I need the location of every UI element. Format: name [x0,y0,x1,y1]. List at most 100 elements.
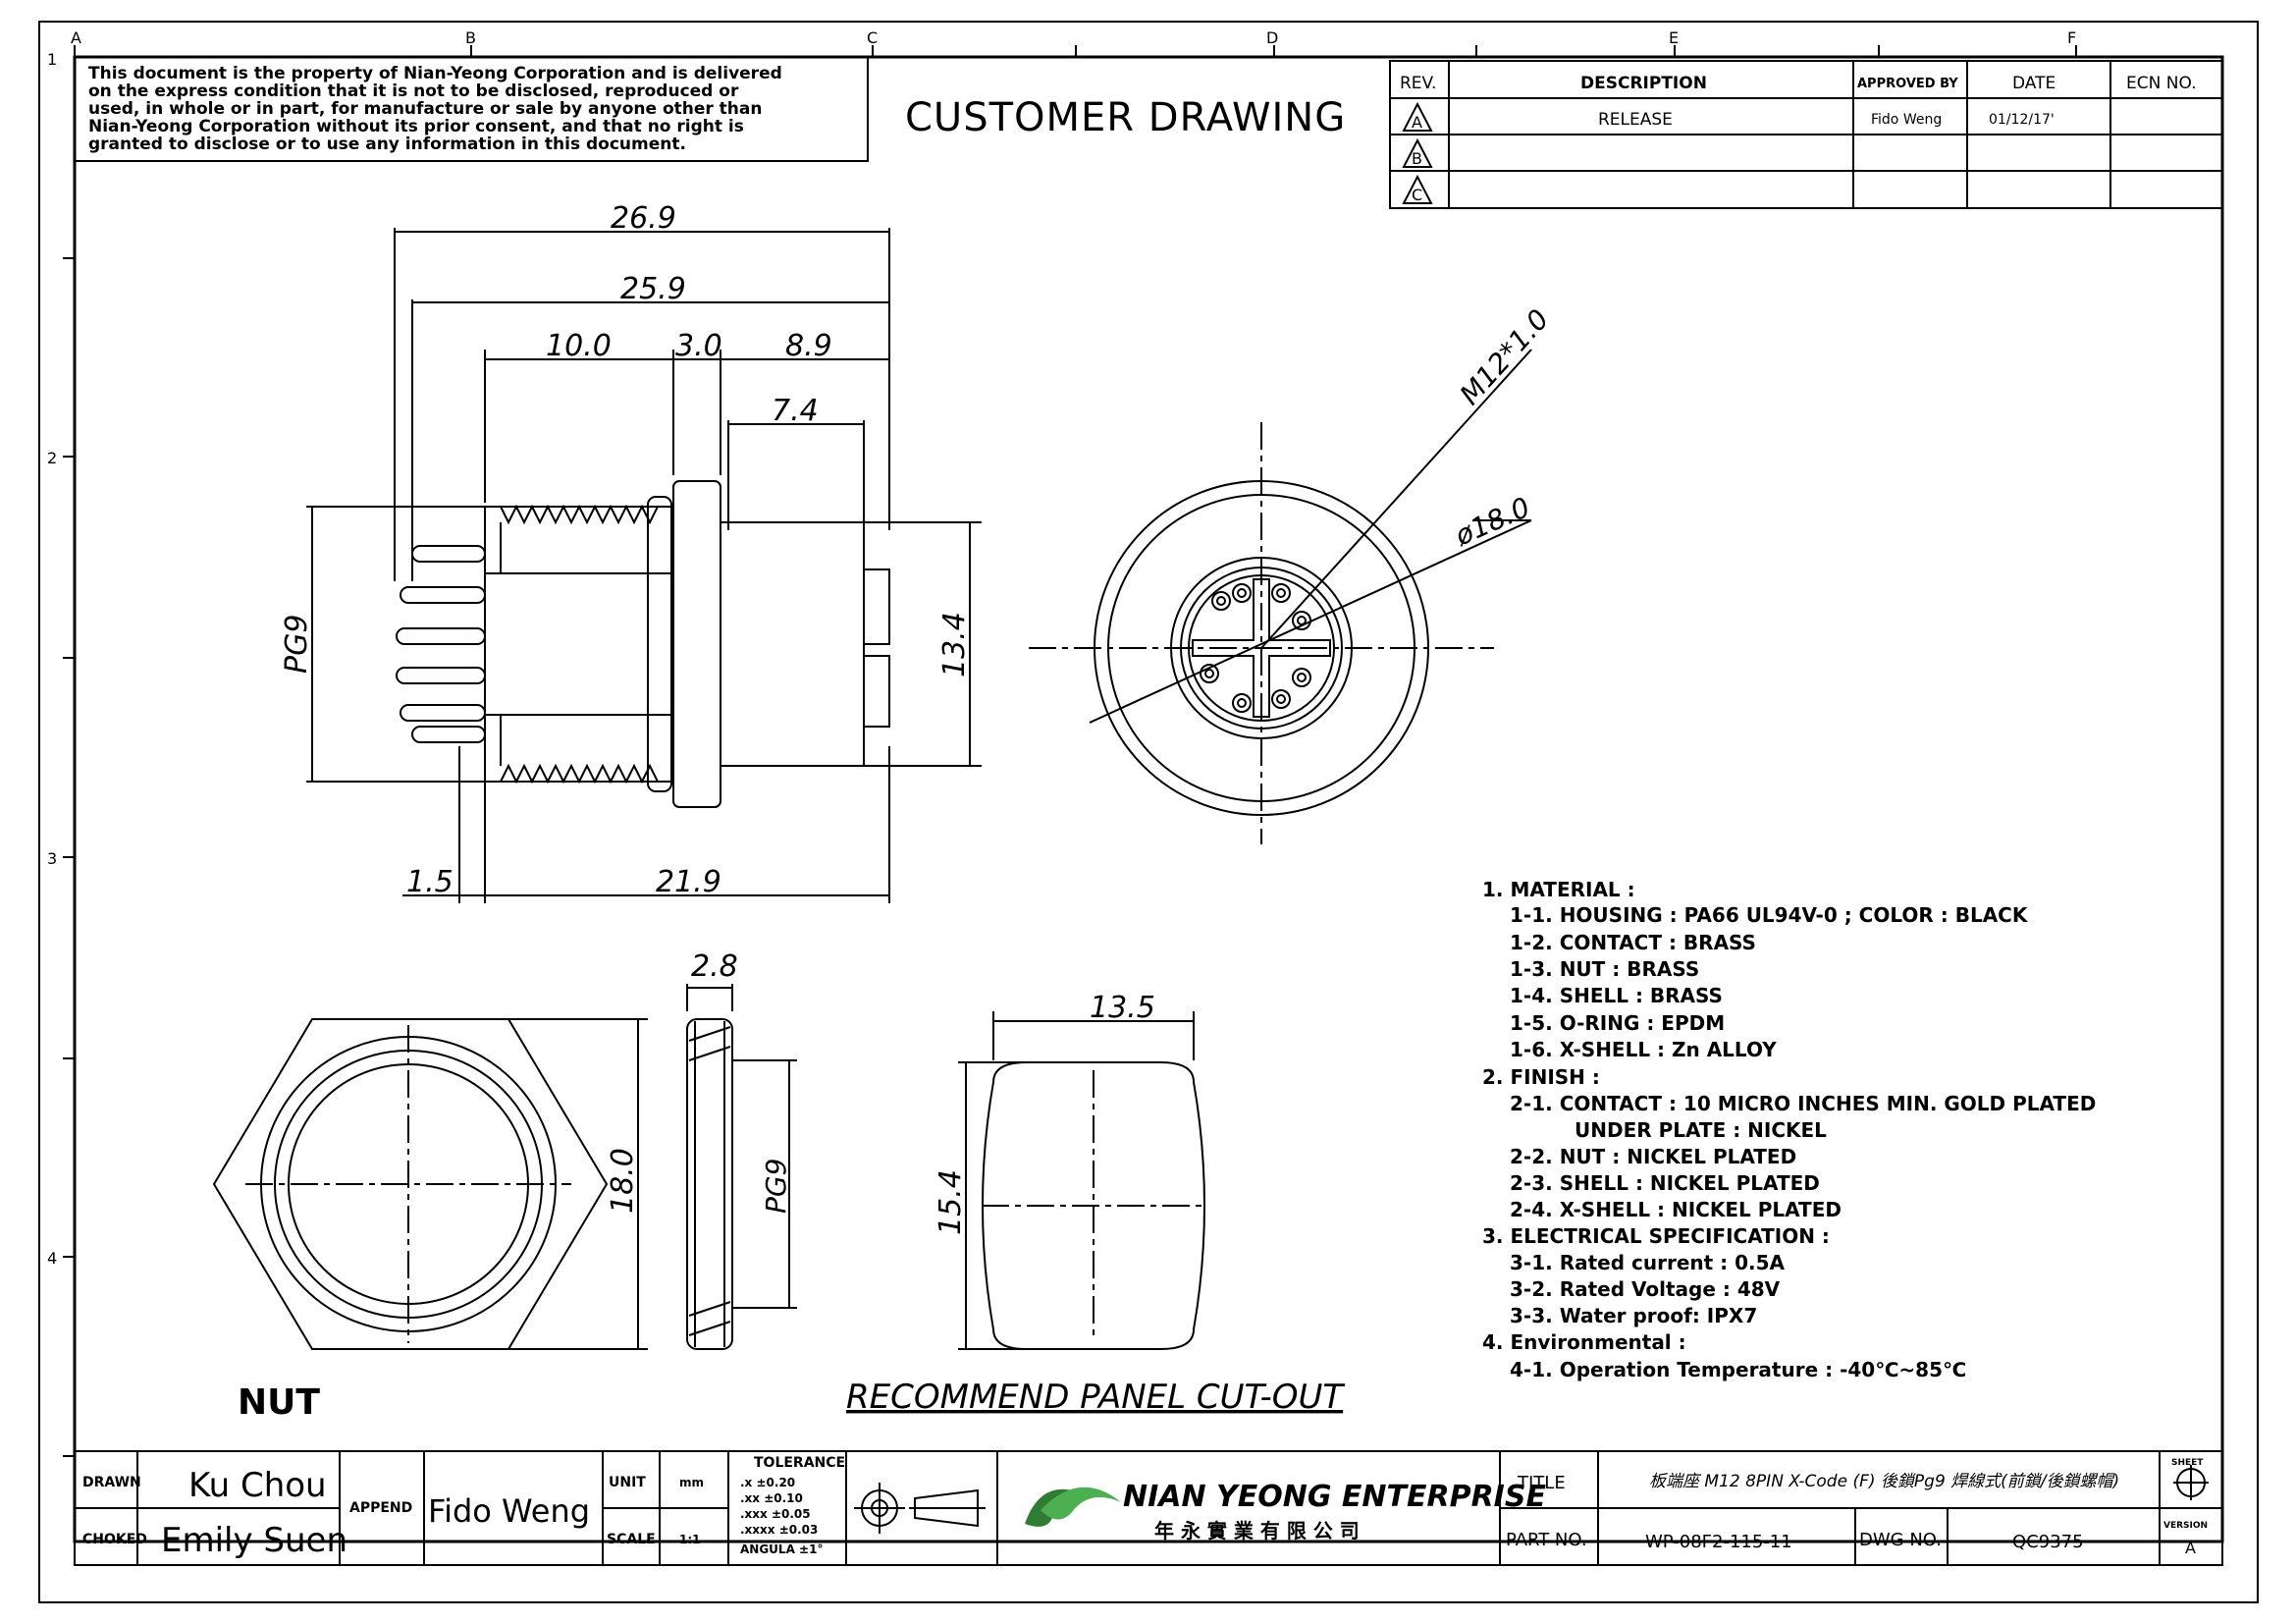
zone-col-c: C [867,28,878,47]
zone-col-a: A [71,28,81,47]
notice-line: This document is the property of Nian-Ye… [88,64,782,83]
title-label: TITLE [1517,1473,1566,1493]
dim-nut-height: 18.0 [606,1148,640,1214]
note-line: 2-4. X-SHELL : NICKEL PLATED [1510,1198,1842,1221]
dwg-no-label: DWG NO. [1859,1530,1942,1550]
dim-bottom-left: 1.5 [406,865,454,899]
tolerance-row: .xxx ±0.05 [740,1507,811,1521]
note-line: UNDER PLATE : NICKEL [1575,1118,1827,1142]
inner-border [73,55,2224,1543]
side-view [306,228,982,903]
nut-side-view [686,984,797,1350]
rev-header: REV. [1400,74,1436,93]
note-line: 1-6. X-SHELL : Zn ALLOY [1510,1038,1777,1061]
note-line: 1. MATERIAL : [1482,878,1635,901]
note-line: 3. ELECTRICAL SPECIFICATION : [1482,1224,1830,1248]
nut-front-view [212,1018,648,1350]
company-logo [1025,1487,1121,1527]
dim-seg-1: 10.0 [546,329,612,363]
zone-row-4: 4 [47,1249,57,1268]
tolerance-row: ANGULA ±1° [740,1542,823,1556]
part-no-label: PART NO. [1506,1530,1587,1550]
zone-col-f: F [2067,28,2076,47]
zone-row-2: 2 [47,449,57,467]
notice-line: Nian-Yeong Corporation without its prior… [88,117,744,136]
tolerance-title: TOLERANCE [754,1455,845,1471]
tolerance-row: .x ±0.20 [740,1476,795,1489]
rev-approved-header: APPROVED BY [1857,77,1958,91]
note-line: 2-3. SHELL : NICKEL PLATED [1510,1171,1820,1195]
part-no-value: WP-08F2-115-11 [1645,1532,1792,1552]
dim-seg-3: 8.9 [785,329,832,363]
dim-pg9: PG9 [280,615,314,674]
note-line: 2-1. CONTACT : 10 MICRO INCHES MIN. GOLD… [1510,1092,2096,1115]
zone-row-1: 1 [47,50,57,69]
checked-label: CHOKED [82,1532,147,1547]
cutout-label: RECOMMEND PANEL CUT-OUT [846,1378,1345,1417]
panel-cutout [958,1011,1207,1350]
checked-by: Emily Suen [161,1521,347,1560]
tolerance-row: .xx ±0.10 [740,1491,803,1505]
note-line: 1-5. O-RING : EPDM [1510,1011,1725,1035]
note-line: 1-1. HOUSING : PA66 UL94V-0 ; COLOR : BL… [1510,903,2029,927]
title-value: 板端座 M12 8PIN X-Code (F) 後鎖Pg9 焊線式(前鎖/後鎖螺… [1649,1472,2119,1491]
dim-bottom-right: 21.9 [656,865,721,899]
append-label: APPEND [349,1500,412,1516]
tolerance-row: .xxxx ±0.03 [740,1523,818,1537]
scale-label: SCALE [607,1532,656,1547]
version-value: A [2185,1539,2196,1557]
zone-col-b: B [465,28,476,47]
rev-date: 01/12/17' [1989,112,2055,128]
company-name-zh: 年 永 實 業 有 限 公 司 [1154,1519,1360,1542]
note-line: 3-2. Rated Voltage : 48V [1510,1277,1781,1301]
rev-date-header: DATE [2012,74,2056,93]
title-block [74,1450,2223,1566]
dim-cut-height: 15.4 [934,1169,968,1235]
rev-description-header: DESCRIPTION [1580,74,1707,93]
dim-seg-2: 3.0 [675,329,722,363]
notes: 1. MATERIAL : 1-1. HOUSING : PA66 UL94V-… [1482,878,2096,1381]
outer-border [38,21,2259,1603]
note-line: 2-2. NUT : NICKEL PLATED [1510,1145,1796,1168]
rev-approved-by: Fido Weng [1871,112,1942,128]
note-line: 1-4. SHELL : BRASS [1510,984,1723,1007]
rev-letter: A [1412,113,1422,132]
rev-description: RELEASE [1598,110,1673,130]
drawn-by: Ku Chou [188,1466,327,1505]
header-title: CUSTOMER DRAWING [905,95,1346,140]
rev-letter: C [1412,186,1422,204]
dwg-no-value: QC9375 [2012,1532,2084,1552]
unit-value: mm [679,1476,704,1489]
rev-letter: B [1412,149,1422,168]
dim-seg-4: 7.4 [772,394,819,428]
company-name-en: NIAN YEONG ENTERPRISE [1123,1480,1546,1514]
zone-col-e: E [1669,28,1679,47]
version-label: VERSION [2163,1521,2208,1531]
note-line: 1-3. NUT : BRASS [1510,957,1699,981]
note-line: 4. Environmental : [1482,1330,1686,1354]
dim-nut-thickness: 2.8 [691,949,738,984]
dim-nut-pg9: PG9 [760,1159,792,1214]
dim-height: 13.4 [937,612,972,677]
rev-ecn-header: ECN NO. [2126,74,2197,93]
append-by: Fido Weng [428,1492,590,1530]
drawn-label: DRAWN [82,1475,141,1490]
note-line: 1-2. CONTACT : BRASS [1510,931,1756,954]
note-line: 4-1. Operation Temperature : -40℃~85℃ [1510,1358,1966,1381]
unit-label: UNIT [609,1475,646,1490]
note-line: 3-3. Water proof: IPX7 [1510,1304,1757,1327]
notice-line: granted to disclose or to use any inform… [88,135,686,154]
note-line: 3-1. Rated current : 0.5A [1510,1251,1786,1274]
note-line: 2. FINISH : [1482,1065,1600,1089]
dim-overall-a: 26.9 [611,201,676,236]
scale-value: 1:1 [679,1533,701,1546]
zone-col-d: D [1266,28,1278,47]
dim-overall-b: 25.9 [620,272,686,306]
dim-cut-width: 13.5 [1090,991,1155,1025]
notice-line: on the express condition that it is not … [88,81,739,101]
notice-line: used, in whole or in part, for manufactu… [88,99,762,119]
zone-row-3: 3 [47,849,57,868]
sheet-label: SHEET [2171,1458,2204,1468]
nut-label: NUT [238,1382,320,1423]
